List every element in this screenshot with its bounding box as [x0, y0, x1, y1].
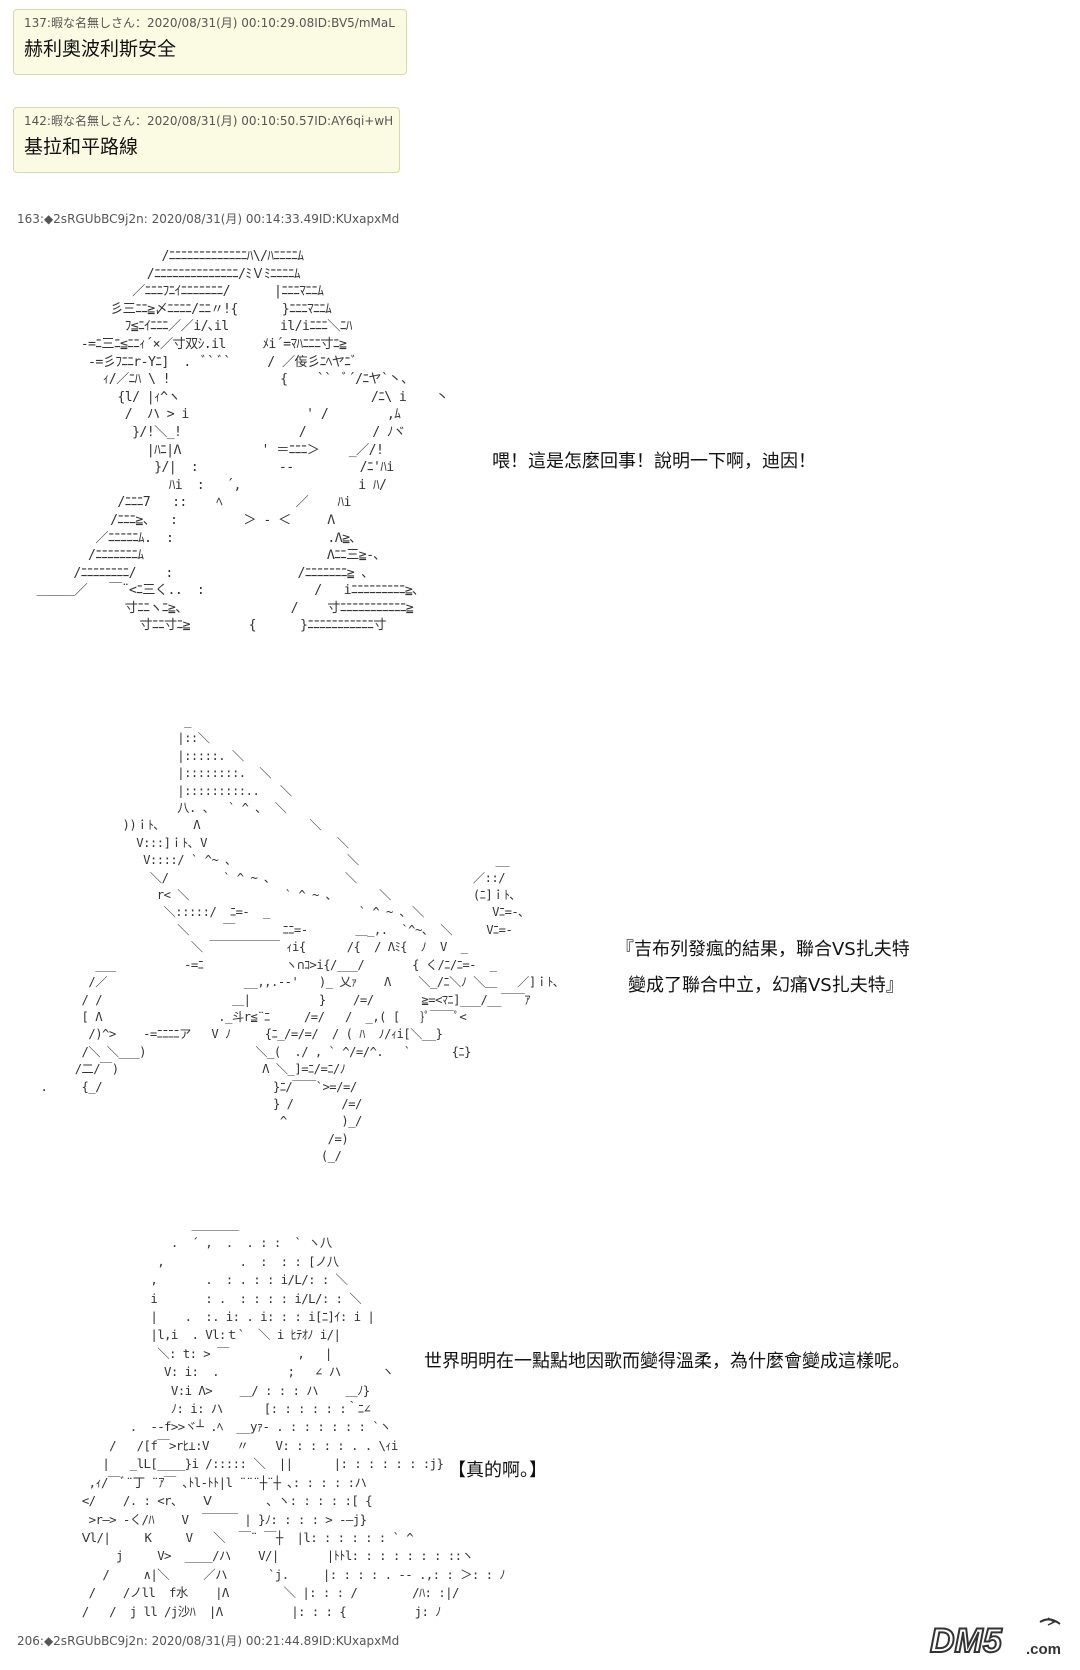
- post-137-body: 赫利奧波利斯安全: [24, 38, 177, 60]
- logo-suffix: .com: [1026, 1641, 1061, 1658]
- caption-world-song: 世界明明在一點點地因歌而變得溫柔，為什麼會變成這樣呢。: [424, 1351, 910, 1372]
- caption-reply: 【真的啊。】: [448, 1460, 547, 1481]
- post-137-meta: 137:暇な名無しさん：2020/08/31(月) 00:10:29.08ID:…: [24, 16, 395, 30]
- post-142-box: 142:暇な名無しさん：2020/08/31(月) 00:10:50.57ID:…: [13, 107, 400, 173]
- post-142-body: 基拉和平路線: [24, 136, 139, 158]
- caption-war-line-2: 變成了聯合中立，幻痛VS扎夫特』: [628, 975, 904, 996]
- post-206-header: 206:◆2sRGUbBC9j2n: 2020/08/31(月) 00:21:4…: [17, 1634, 400, 1648]
- dm5-logo-icon: DM5 .com: [929, 1617, 1061, 1660]
- caption-shout: 喂！這是怎麼回事！說明一下啊，迪因！: [492, 451, 816, 472]
- ascii-art-winged-mech: _ |::＼ |:::::. ＼ |::::::::. ＼ |:::::::::…: [40, 714, 560, 1164]
- ascii-art-seated-character: ＿＿＿＿ . ´ , . . : : ` ヽ八 , . : : : [ノ八 , …: [81, 1217, 506, 1619]
- post-163-header: 163:◆2sRGUbBC9j2n: 2020/08/31(月) 00:14:3…: [17, 212, 400, 226]
- caption-war-line-1: 『吉布列發瘋的結果，聯合VS扎夫特: [616, 939, 910, 960]
- post-137-box: 137:暇な名無しさん：2020/08/31(月) 00:10:29.08ID:…: [13, 9, 407, 75]
- ascii-art-shouting-character: /ﾆﾆﾆﾆﾆﾆﾆﾆﾆﾆﾆﾆﾆﾊ\/ﾊﾆﾆﾆﾆﾑ /ﾆﾆﾆﾆﾆﾆﾆﾆﾆﾆﾆﾆﾆﾆ/…: [36, 249, 449, 634]
- post-142-meta: 142:暇な名無しさん：2020/08/31(月) 00:10:50.57ID:…: [24, 114, 394, 128]
- logo-text: DM5: [930, 1622, 1003, 1660]
